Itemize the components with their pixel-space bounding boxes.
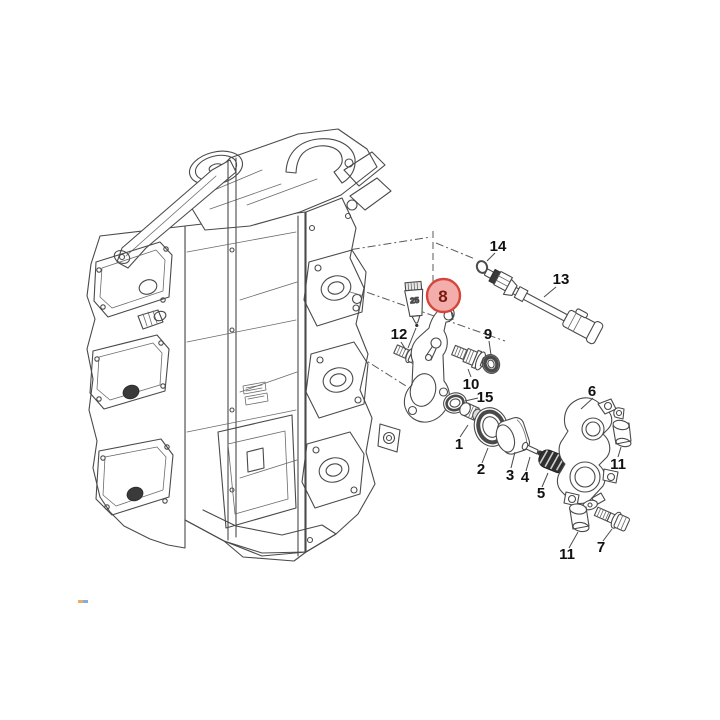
highlighted-callout-8[interactable]: 8 <box>425 277 462 314</box>
sealant-tube: 25 <box>404 280 424 328</box>
callout-7[interactable]: 7 <box>597 539 605 556</box>
part-fitting-10 <box>451 344 489 371</box>
part-bolt-7 <box>593 506 630 532</box>
part-cap-11-lower <box>569 492 606 533</box>
callout-5[interactable]: 5 <box>537 485 545 502</box>
part-seal-9 <box>481 354 501 374</box>
callout-9[interactable]: 9 <box>484 326 492 343</box>
engine-block <box>86 128 401 562</box>
callout-11-lower[interactable]: 11 <box>559 546 575 563</box>
callout-11-upper[interactable]: 11 <box>610 456 626 473</box>
callout-3[interactable]: 3 <box>506 467 514 484</box>
callout-4[interactable]: 4 <box>521 469 530 486</box>
callout-2[interactable]: 2 <box>477 461 485 478</box>
scan-artifact-mark <box>78 600 88 603</box>
part-cap-11-upper <box>612 407 632 448</box>
callout-15[interactable]: 15 <box>477 389 494 406</box>
part-oring-14 <box>475 260 489 274</box>
part-sensor-13 <box>484 268 604 345</box>
callout-10[interactable]: 10 <box>463 376 480 393</box>
sealant-tube-label: 25 <box>410 296 420 306</box>
part-cup-3 <box>495 417 531 455</box>
callout-6[interactable]: 6 <box>588 383 596 400</box>
callout-14[interactable]: 14 <box>490 238 507 255</box>
bolt-holes-left <box>94 246 170 510</box>
callout-1[interactable]: 1 <box>455 436 463 453</box>
sealant-apply-leader <box>407 327 417 349</box>
highlight-label: 8 <box>438 287 447 306</box>
part-pin-4 <box>521 441 543 456</box>
part-gasket-8 <box>403 304 455 423</box>
callout-13[interactable]: 13 <box>553 271 570 288</box>
part-bracket-6 <box>556 397 619 507</box>
highlight-circle[interactable] <box>425 277 462 314</box>
callout-labels: 1 2 3 4 5 6 7 9 10 11 11 12 13 14 15 <box>391 238 626 563</box>
callout-12[interactable]: 12 <box>391 326 408 343</box>
